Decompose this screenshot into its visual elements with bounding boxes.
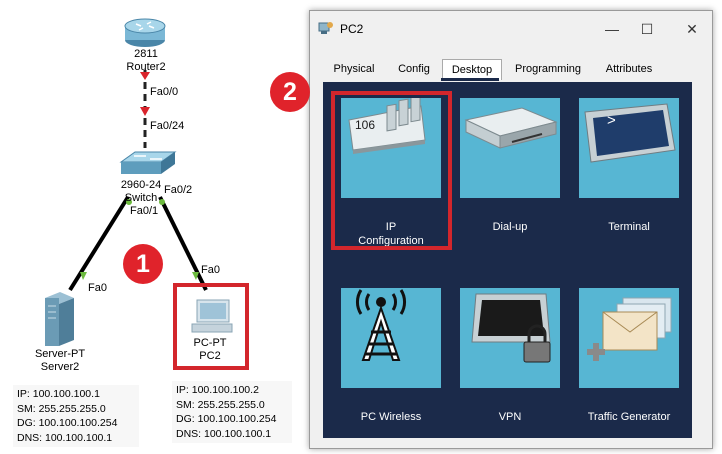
ip-config-display: 106 [355,118,376,132]
server-icon[interactable] [45,292,74,346]
pc-ip: IP: 100.100.100.2 [176,384,259,396]
port-label-router-fa00: Fa0/0 [150,86,179,98]
ip-configuration-app[interactable]: 106 [341,94,441,198]
traffic-generator-label: Traffic Generator [587,411,671,423]
link-switch-pc[interactable] [158,196,208,291]
tab-physical[interactable]: Physical [333,63,375,75]
vpn-label: VPN [498,411,522,423]
wireless-tower-icon [356,289,406,361]
vpn-app[interactable] [460,288,560,388]
ip-config-icon [348,94,426,154]
port-marker-server [80,272,87,280]
maximize-button[interactable]: ☐ [640,21,654,37]
tab-attributes[interactable]: Attributes [605,63,653,75]
terminal-icon [584,103,676,163]
traffic-envelope-icon [587,297,672,361]
minimize-button[interactable]: — [605,21,619,37]
modem-icon [464,107,558,149]
window-title: PC2 [340,22,364,36]
desktop-panel: 106 IP Configuration Dial-up > Terminal [323,82,698,438]
pc-wireless-label: PC Wireless [360,411,422,423]
pc-default-gateway: DG: 100.100.100.254 [176,413,277,425]
ip-configuration-label-line1: IP [385,221,397,233]
router-icon[interactable] [124,18,166,47]
pc-dns: DNS: 100.100.100.1 [176,427,272,440]
active-tab-indicator [441,78,499,81]
switch-icon[interactable] [119,151,177,174]
switch-label-model: 2960-24 [120,179,162,191]
pc-highlight-box [173,283,249,370]
pc-info-box: IP: 100.100.100.2 SM: 255.255.255.0 DG: … [172,381,292,443]
dial-up-label: Dial-up [492,221,528,233]
pc-subnet-mask: SM: 255.255.255.0 [176,398,265,411]
server-info-box: IP: 100.100.100.1 SM: 255.255.255.0 DG: … [13,385,139,447]
desktop-scrollbar[interactable] [692,82,698,438]
terminal-app[interactable]: > [579,98,679,198]
traffic-generator-app[interactable] [579,288,679,388]
step-badge-1: 1 [123,244,163,284]
pc-label-name: PC2 [199,350,221,362]
terminal-label: Terminal [608,221,650,233]
step-badge-2: 2 [270,72,310,112]
close-button[interactable]: ✕ [686,21,698,37]
server-label-type: Server-PT [34,348,86,360]
port-marker-pc [192,272,199,280]
server-subnet-mask: SM: 255.255.255.0 [17,402,106,415]
port-label-switch-fa02: Fa0/2 [164,184,193,196]
server-dns: DNS: 100.100.100.1 [17,431,113,444]
port-label-switch-fa01: Fa0/1 [130,205,159,217]
router-label-model: 2811 [134,48,158,60]
vpn-lock-icon [471,293,551,363]
pc-label-type: PC-PT [193,337,227,349]
port-label-server-fa0: Fa0 [88,282,107,294]
port-marker-switch-top [140,107,150,116]
port-marker-switch-fa02 [159,199,165,205]
tab-desktop[interactable]: Desktop [442,59,502,80]
switch-label-name: Switch [124,192,158,204]
window-titlebar[interactable]: PC2 — ☐ ✕ [310,11,712,47]
tab-programming[interactable]: Programming [514,63,582,75]
ip-configuration-label-line2: Configuration [358,235,424,247]
port-marker-router [140,72,150,80]
packet-tracer-app-icon [318,22,333,34]
port-marker-switch-fa01 [126,199,132,205]
terminal-prompt: > [607,112,616,129]
server-default-gateway: DG: 100.100.100.254 [17,417,118,429]
link-switch-server[interactable] [68,195,130,292]
ip-configuration-highlight-box [331,91,452,250]
pc-icon[interactable] [191,299,233,333]
port-label-pc-fa0: Fa0 [201,264,220,276]
dial-up-app[interactable] [460,98,560,198]
pc2-window: PC2 — ☐ ✕ Physical Config Desktop Progra… [309,10,713,449]
pc-wireless-app[interactable] [341,288,441,388]
router-label-name: Router2 [126,61,166,73]
tab-config[interactable]: Config [398,63,430,75]
port-label-switch-fa024: Fa0/24 [150,120,185,132]
server-ip: IP: 100.100.100.1 [17,388,100,400]
server-label-name: Server2 [40,361,80,373]
tab-bar: Physical Config Desktop Programming Attr… [320,59,700,80]
